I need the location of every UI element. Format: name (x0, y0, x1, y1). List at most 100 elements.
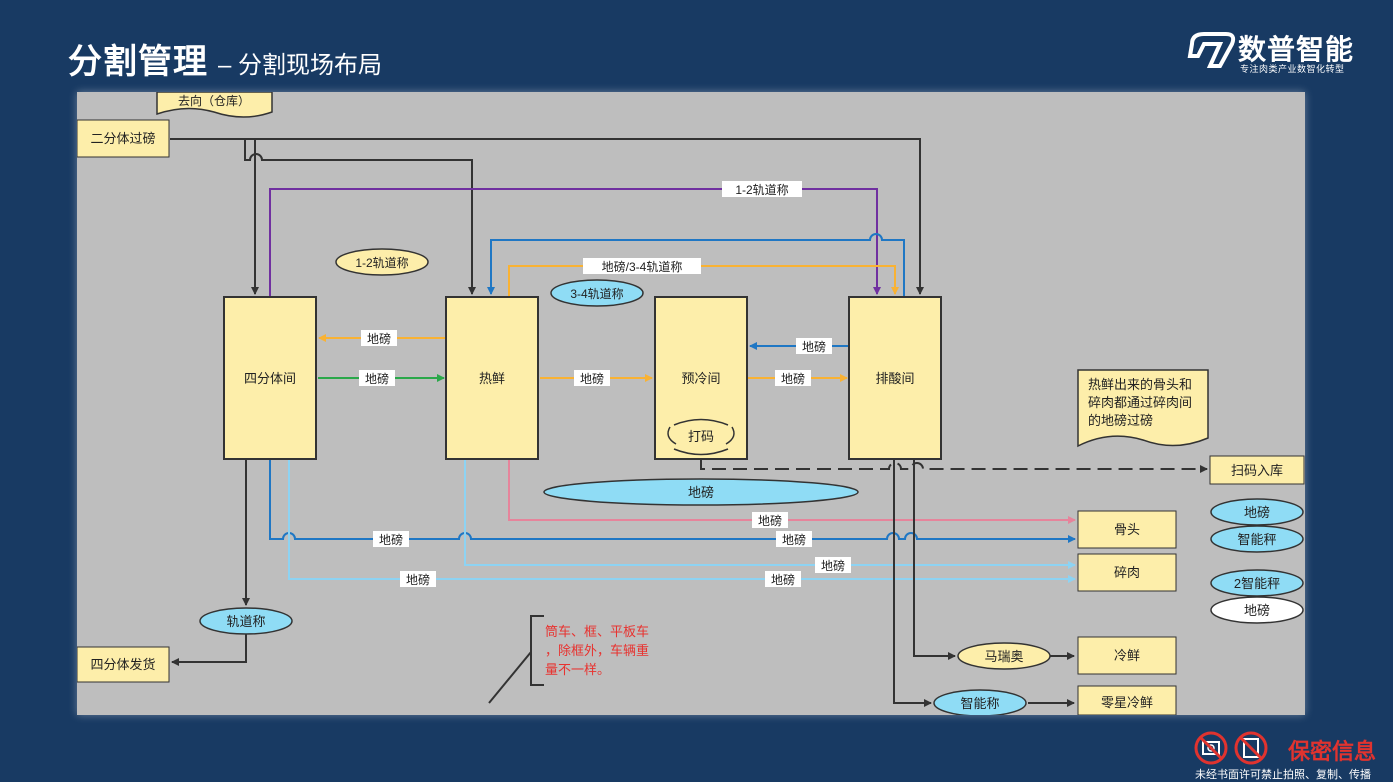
bone-note-line-3: 的地磅过磅 (1088, 413, 1153, 428)
bone-note-line-1: 热鲜出来的骨头和 (1088, 377, 1192, 392)
svg-text:地磅: 地磅 (688, 485, 714, 500)
legend-smart2: 2智能秤 (1210, 569, 1304, 597)
ellipse-mario: 马瑞奥 (957, 642, 1051, 670)
cart-note-line-1: 筒车、框、平板车 (545, 624, 649, 639)
edge-label-floor-9: 地磅 (815, 557, 851, 573)
svg-text:轨道称: 轨道称 (226, 614, 265, 629)
edge-label-floor-7: 地磅 (373, 531, 409, 547)
svg-text:地磅: 地磅 (771, 572, 795, 587)
room-precool: 预冷间 (654, 296, 748, 460)
svg-text:地磅: 地磅 (782, 532, 806, 547)
edge-label-floor-2: 地磅 (359, 370, 395, 386)
edge-label-floor-1: 地磅 (361, 330, 397, 346)
scan-store-box: 扫码入库 (1209, 455, 1305, 485)
svg-text:二分体过磅: 二分体过磅 (90, 131, 155, 146)
svg-text:2智能秤: 2智能秤 (1234, 576, 1280, 591)
layout-diagram: 四分体间 热鲜 预冷间 排酸间 打码 去向（仓库） 二分体过磅 四分体发货 扫码… (77, 92, 1305, 715)
legend-scale: 地磅 (1210, 498, 1304, 526)
room-acid: 排酸间 (848, 296, 942, 460)
svg-text:去向（仓库）: 去向（仓库） (178, 93, 250, 108)
svg-text:智能秤: 智能秤 (1237, 532, 1276, 547)
room-acid-label: 排酸间 (875, 371, 914, 386)
svg-text:地磅: 地磅 (365, 371, 389, 386)
room-quarter: 四分体间 (223, 296, 317, 460)
room-fresh-label: 热鲜 (479, 371, 505, 386)
svg-text:地磅: 地磅 (367, 331, 391, 346)
svg-text:地磅: 地磅 (1244, 603, 1270, 618)
svg-text:地磅: 地磅 (379, 532, 403, 547)
connector-quarter-to-bone (269, 459, 1076, 543)
room-precool-label: 预冷间 (681, 371, 720, 386)
page-title-block: 分割管理 – 分割现场布局 (68, 34, 382, 83)
svg-text:地磅: 地磅 (758, 513, 782, 528)
connector-fresh-to-bone (508, 459, 1076, 524)
svg-text:地磅: 地磅 (781, 371, 805, 386)
ellipse-track12: 1-2轨道称 (335, 248, 429, 276)
diagram-svg: 四分体间 热鲜 预冷间 排酸间 打码 去向（仓库） 二分体过磅 四分体发货 扫码… (77, 92, 1305, 715)
svg-text:地磅/3-4轨道称: 地磅/3-4轨道称 (602, 259, 683, 274)
connector-scale34 (508, 265, 899, 296)
cart-note-line-3: 量不一样。 (545, 662, 610, 677)
ellipse-track-scale: 轨道称 (199, 607, 293, 635)
ellipse-smart-scale: 智能称 (933, 689, 1027, 715)
cart-note-callout (488, 615, 544, 704)
edge-label-scale34-top: 地磅/3-4轨道称 (583, 258, 701, 274)
svg-text:四分体发货: 四分体发货 (90, 657, 155, 672)
room-fresh: 热鲜 (445, 296, 539, 460)
page-subtitle: – 分割现场布局 (218, 52, 383, 79)
output-bone: 骨头 (1077, 510, 1177, 549)
confidential-warning: 未经书面许可禁止拍照、复制、传播 (1195, 769, 1371, 781)
connector-blue-top (487, 233, 905, 296)
svg-text:马瑞奥: 马瑞奥 (984, 649, 1023, 664)
edge-label-floor-5: 地磅 (796, 338, 832, 354)
ellipse-floor-scale: 地磅 (543, 478, 859, 506)
logo-brand-name: 数普智能 (1238, 34, 1355, 65)
svg-text:骨头: 骨头 (1114, 522, 1140, 537)
edge-label-floor-4: 地磅 (775, 370, 811, 386)
svg-text:1-2轨道称: 1-2轨道称 (735, 183, 788, 197)
cart-note-line-2: ，除框外，车辆重 (545, 643, 649, 658)
connector-quarter-to-minced (288, 459, 1076, 583)
bone-note-text: 热鲜出来的骨头和 碎肉都通过碎肉间 的地磅过磅 (1088, 377, 1196, 428)
confidential-badge: 保密信息 未经书面许可禁止拍照、复制、传播 (1193, 728, 1393, 781)
connector-acid-outputs (893, 459, 1075, 707)
edge-label-track12-top: 1-2轨道称 (722, 181, 802, 197)
bone-note-line-2: 碎肉都通过碎肉间 (1088, 395, 1192, 410)
confidential-label: 保密信息 (1288, 739, 1377, 764)
output-retail: 零星冷鲜 (1077, 685, 1177, 715)
connector-half-scale (170, 138, 924, 295)
connector-scan-dashed (700, 459, 1208, 473)
logo-mark-icon (1187, 32, 1236, 68)
cart-note-text: 筒车、框、平板车 ，除框外，车辆重 量不一样。 (545, 624, 653, 677)
svg-text:冷鲜: 冷鲜 (1114, 648, 1140, 663)
edge-label-floor-11: 地磅 (765, 571, 801, 587)
legend-scale-white: 地磅 (1210, 596, 1304, 624)
svg-text:地磅: 地磅 (406, 572, 430, 587)
edge-label-floor-6: 地磅 (752, 512, 788, 528)
page-title: 分割管理 (68, 43, 208, 81)
logo-tagline: 专注肉类产业数智化转型 (1240, 64, 1345, 74)
code-print-label: 打码 (688, 429, 714, 444)
connector-track12 (269, 188, 881, 296)
svg-text:地磅: 地磅 (1244, 505, 1270, 520)
svg-text:3-4轨道称: 3-4轨道称 (570, 287, 623, 301)
svg-text:智能称: 智能称 (960, 696, 999, 711)
svg-text:碎肉: 碎肉 (1114, 565, 1140, 580)
room-quarter-label: 四分体间 (244, 371, 296, 386)
svg-text:扫码入库: 扫码入库 (1231, 463, 1283, 478)
half-scale-box: 二分体过磅 (77, 119, 170, 158)
code-print-badge: 打码 (667, 418, 735, 456)
svg-text:1-2轨道称: 1-2轨道称 (355, 256, 408, 270)
bone-note-doc: 热鲜出来的骨头和 碎肉都通过碎肉间 的地磅过磅 (1077, 369, 1209, 448)
legend-smart: 智能秤 (1210, 525, 1304, 553)
svg-text:地磅: 地磅 (580, 371, 604, 386)
connector-fresh-to-minced (464, 459, 1076, 569)
svg-text:地磅: 地磅 (802, 339, 826, 354)
svg-text:零星冷鲜: 零星冷鲜 (1101, 695, 1153, 710)
no-photo-icon (1194, 731, 1268, 765)
output-chilled: 冷鲜 (1077, 636, 1177, 675)
svg-text:地磅: 地磅 (821, 558, 845, 573)
connector-quarter-ship (171, 459, 250, 666)
brand-logo: 数普智能 专注肉类产业数智化转型 (1186, 30, 1366, 74)
edge-label-floor-10: 地磅 (400, 571, 436, 587)
